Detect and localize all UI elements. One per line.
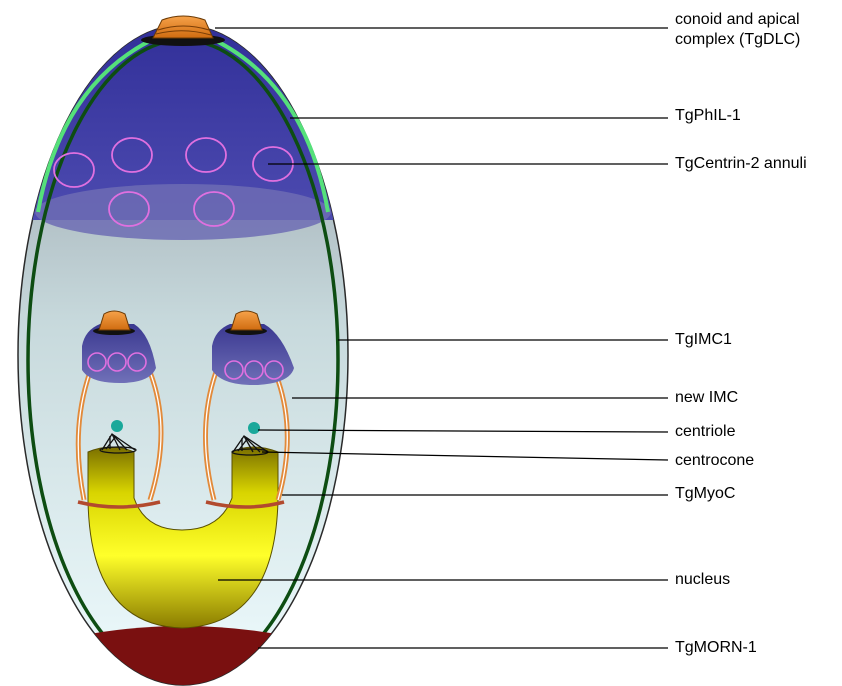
label-centriole: centriole xyxy=(675,422,735,442)
centriole-right xyxy=(248,422,260,434)
label-new-imc: new IMC xyxy=(675,388,738,408)
label-centrin: TgCentrin-2 annuli xyxy=(675,154,807,174)
label-imc1: TgIMC1 xyxy=(675,330,732,350)
label-morn1: TgMORN-1 xyxy=(675,638,757,658)
label-centrocone: centrocone xyxy=(675,451,754,471)
label-phil1: TgPhIL-1 xyxy=(675,106,741,126)
morn1-basal-complex xyxy=(40,626,320,686)
centriole-left xyxy=(111,420,123,432)
label-nucleus: nucleus xyxy=(675,570,730,590)
label-myoc: TgMyoC xyxy=(675,484,735,504)
label-conoid-line1: conoid and apical xyxy=(675,10,800,30)
apical-cap-base xyxy=(35,184,331,240)
label-conoid-line2: complex (TgDLC) xyxy=(675,30,800,50)
